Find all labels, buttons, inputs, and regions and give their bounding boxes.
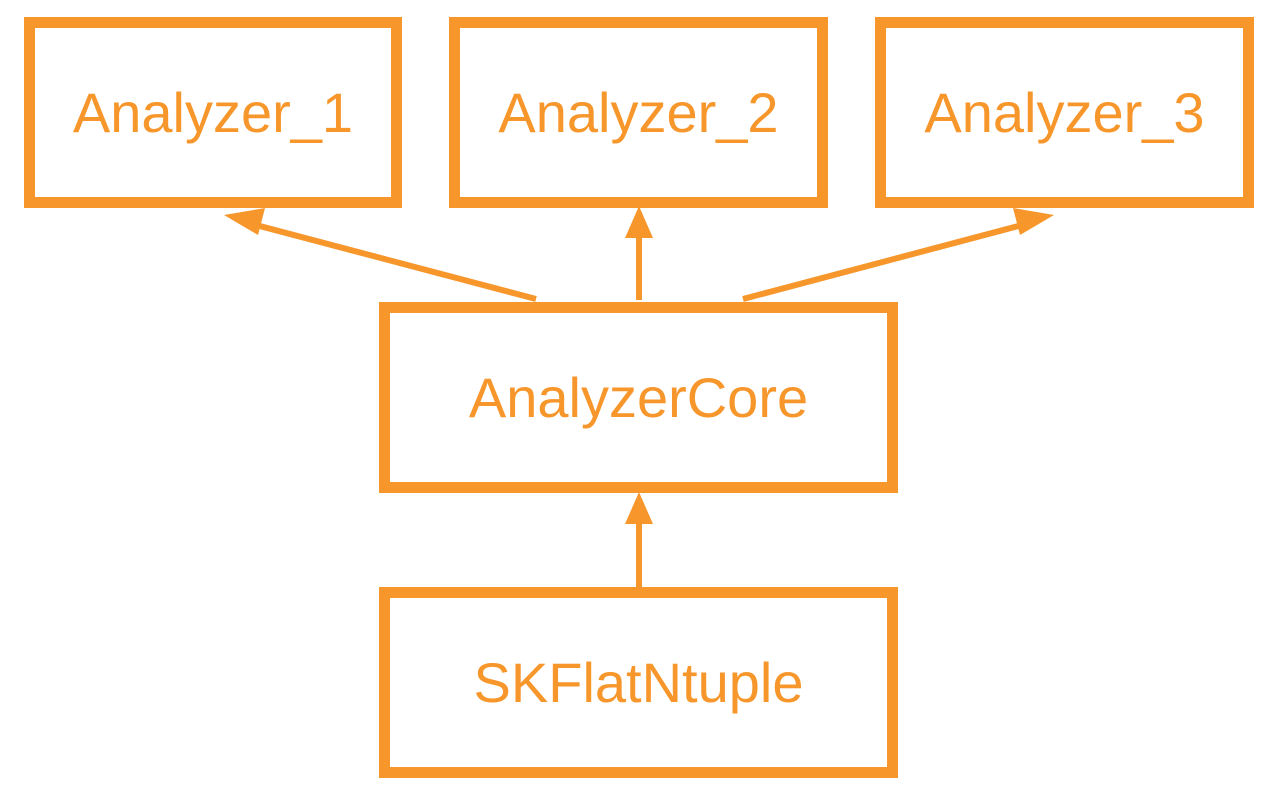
node-label: SKFlatNtuple [473,651,804,714]
node-label: Analyzer_3 [924,81,1205,144]
arrowhead-analyzer-2 [625,206,653,238]
node-label: Analyzer_2 [498,81,779,144]
node-label: Analyzer_1 [72,81,354,144]
arrowhead-analyzer-1 [224,208,265,235]
edge-core-to-analyzer-1 [251,221,537,302]
arrowhead-core [625,492,653,524]
node-label: AnalyzerCore [468,366,809,429]
node-skflat-ntuple: SKFlatNtuple [379,587,898,778]
node-analyzer-3: Analyzer_3 [875,17,1254,208]
edge-core-to-analyzer-3 [742,221,1027,302]
arrowhead-analyzer-3 [1013,208,1054,235]
node-analyzer-core: AnalyzerCore [379,302,898,493]
node-analyzer-1: Analyzer_1 [24,17,402,208]
node-analyzer-2: Analyzer_2 [449,17,828,208]
